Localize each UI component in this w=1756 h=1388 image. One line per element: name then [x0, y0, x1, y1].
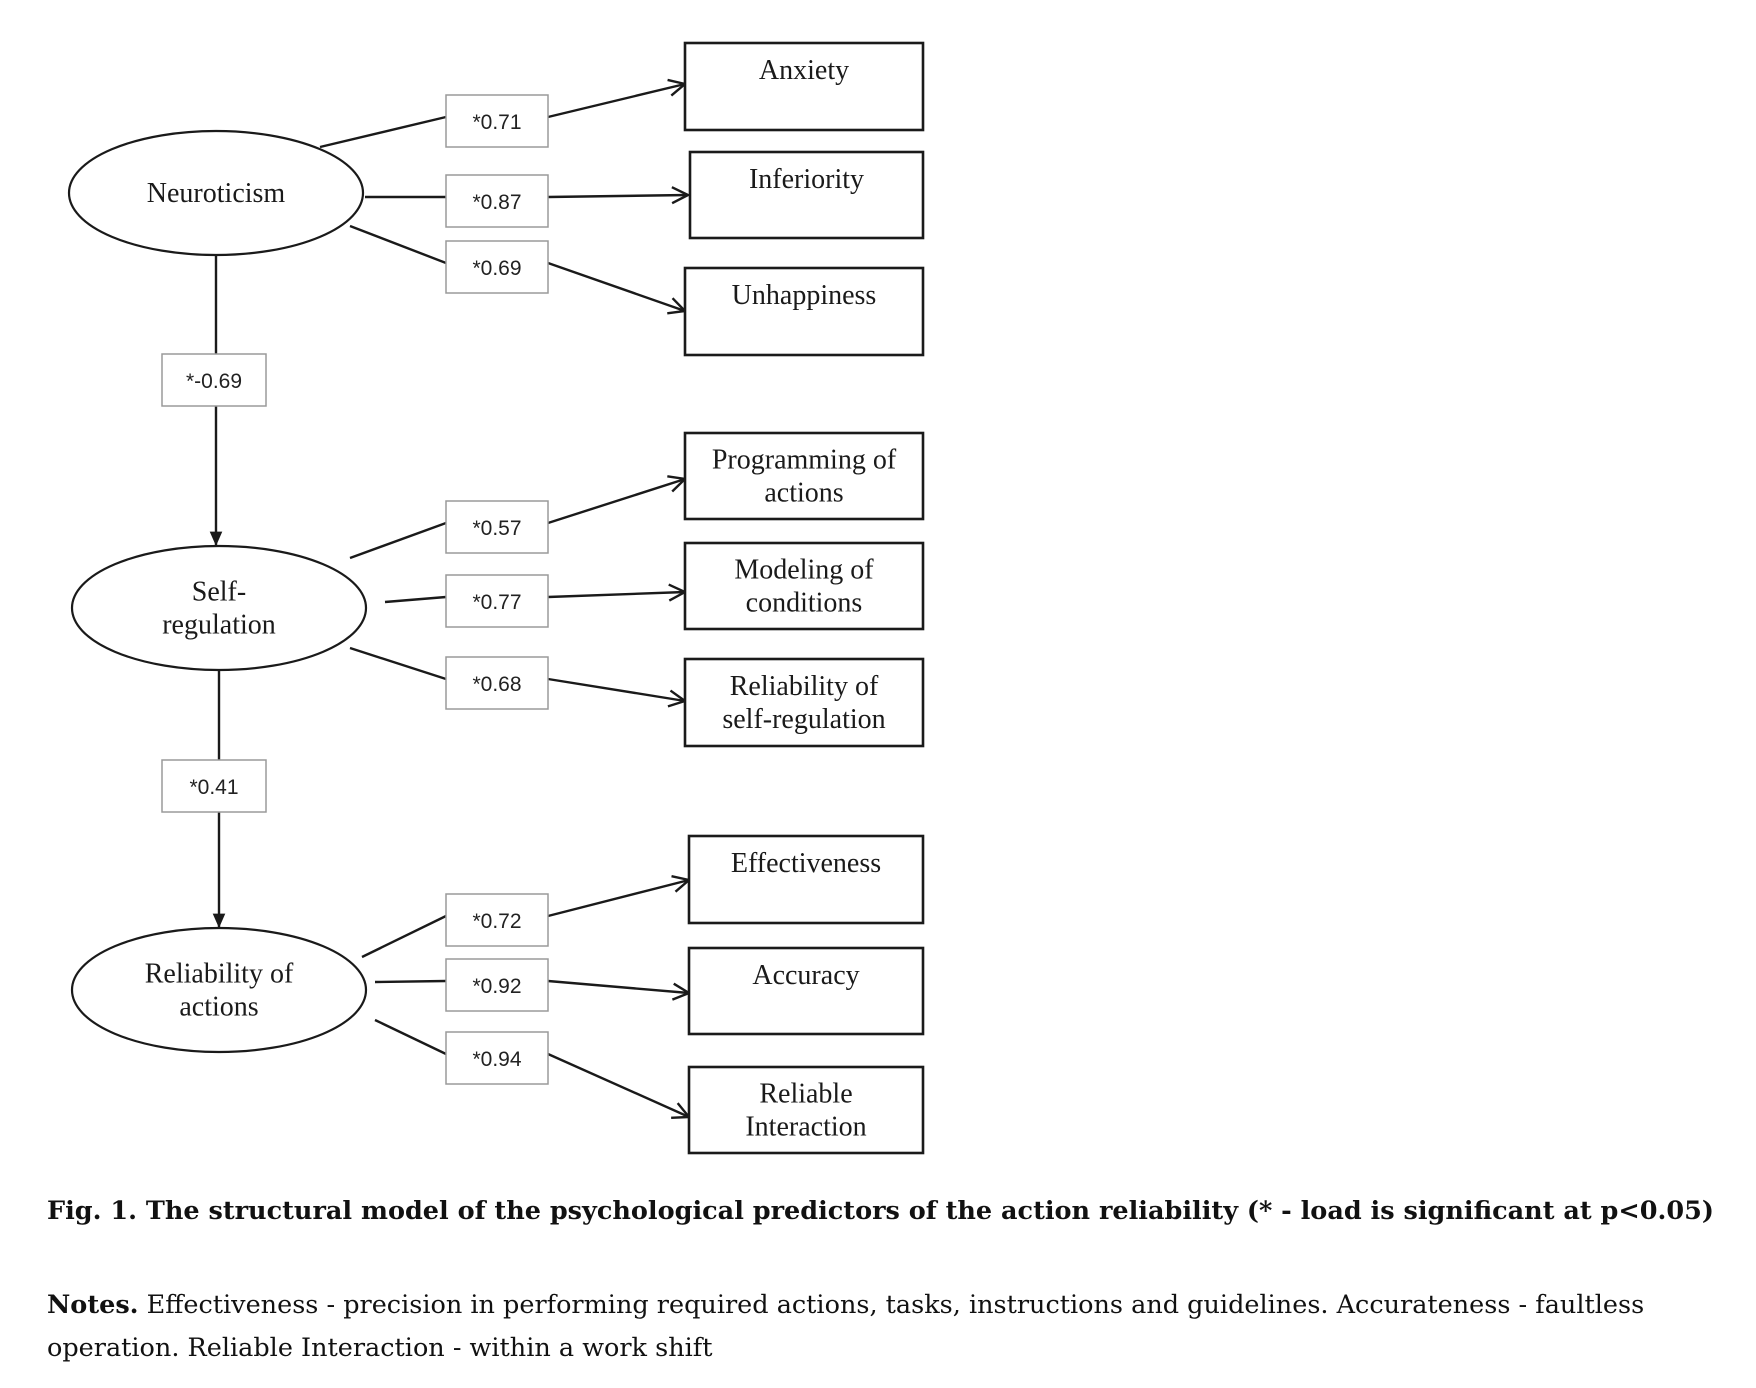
figure-notes: Notes. Effectiveness - precision in perf… — [47, 1284, 1747, 1370]
loading-box-reliable_interaction — [445, 1031, 549, 1085]
loading-label-modeling: *0.77 — [472, 591, 521, 614]
indicator-node-accuracy — [687, 946, 925, 1036]
figure-caption: Fig. 1. The structural model of the psyc… — [47, 1196, 1714, 1226]
indicator-node-reliability_sr — [683, 657, 925, 748]
indicator-node-reliable_interaction — [687, 1065, 925, 1155]
loading-arrow-programming — [547, 479, 685, 525]
latent-node-self_regulation-text-line: Self- — [192, 577, 246, 608]
indicator-node-effectiveness-text-line: Effectiveness — [731, 848, 881, 879]
loading-arrow-modeling — [547, 592, 685, 597]
loading-box-programming — [445, 500, 549, 554]
indicator-node-effectiveness — [687, 834, 925, 925]
loading-label-programming: *0.57 — [472, 517, 521, 540]
loading-box-anxiety — [445, 94, 549, 148]
loading-box-modeling — [445, 574, 549, 628]
loading-edge-effectiveness-segment-in — [361, 914, 447, 959]
latent-node-neuroticism-text-line: Neuroticism — [147, 178, 286, 209]
indicator-node-anxiety-text-line: Anxiety — [759, 55, 849, 86]
loading-edge-accuracy-segment-in — [374, 979, 447, 984]
loading-edge-unhappiness-segment-in — [349, 224, 447, 265]
loading-box-accuracy — [445, 958, 549, 1012]
indicator-node-programming-text-line: Programming of — [712, 445, 897, 476]
loading-label-accuracy: *0.92 — [472, 975, 521, 998]
loading-edge-programming-segment-in — [349, 521, 447, 560]
notes-text: Effectiveness - precision in performing … — [47, 1290, 1645, 1363]
loading-arrow-reliability_sr — [547, 677, 685, 701]
indicator-node-inferiority-text-line: Inferiority — [749, 164, 864, 195]
edges-layer — [209, 84, 689, 1117]
latent-node-reliability_actions — [70, 926, 368, 1054]
path-coefficient-box — [161, 759, 267, 813]
indicator-node-reliability_sr-text-line: self-regulation — [722, 704, 885, 735]
indicator-node-reliable_interaction-text-line: Interaction — [745, 1112, 866, 1143]
loading-arrow-anxiety — [547, 84, 685, 119]
indicator-node-programming — [683, 431, 925, 521]
latent-node-self_regulation-text-line: regulation — [162, 610, 276, 641]
loading-box-reliability_sr — [445, 656, 549, 710]
indicator-node-modeling-text-line: conditions — [746, 588, 863, 619]
loading-label-effectiveness: *0.72 — [472, 910, 521, 933]
loading-arrow-unhappiness — [547, 261, 685, 311]
loading-edge-modeling-segment-in — [384, 595, 447, 604]
loading-label-unhappiness: *0.69 — [472, 257, 521, 280]
path-coefficient-label: *0.41 — [189, 776, 238, 799]
notes-label: Notes. — [47, 1290, 139, 1320]
indicator-node-unhappiness — [683, 266, 925, 357]
loading-label-inferiority: *0.87 — [472, 191, 521, 214]
loading-edge-reliability_sr-segment-in — [349, 646, 447, 681]
latent-node-self_regulation — [70, 544, 368, 672]
loading-arrow-reliable_interaction — [547, 1052, 689, 1117]
indicator-node-modeling — [683, 541, 925, 631]
loading-edge-anxiety-segment-in — [319, 115, 447, 149]
loading-box-effectiveness — [445, 893, 549, 947]
path-coefficient-label: *-0.69 — [186, 370, 242, 393]
indicator-node-unhappiness-text-line: Unhappiness — [732, 280, 877, 311]
latent-node-reliability_actions-text-line: actions — [179, 992, 258, 1023]
loading-arrow-effectiveness — [547, 880, 689, 918]
latent-node-reliability_actions-text-line: Reliability of — [145, 959, 294, 990]
indicator-node-programming-text-line: actions — [764, 478, 843, 509]
loading-box-inferiority — [445, 174, 549, 228]
loading-edge-reliable_interaction-segment-in — [374, 1018, 447, 1056]
loading-labels-layer: *-0.69 *0.41 *0.71 *0.87 *0.69 *0.57 *0.77 *0.6… — [161, 94, 549, 1085]
indicator-node-modeling-text-line: Modeling of — [734, 555, 874, 586]
latent-node-neuroticism — [67, 129, 365, 257]
indicator-node-accuracy-text-line: Accuracy — [752, 960, 859, 991]
indicator-node-reliability_sr-text-line: Reliability of — [730, 671, 879, 702]
loading-label-anxiety: *0.71 — [472, 111, 521, 134]
indicator-node-anxiety — [683, 41, 925, 132]
loading-arrow-accuracy — [547, 979, 689, 993]
loading-arrow-inferiority — [547, 195, 688, 197]
indicator-node-reliable_interaction-text-line: Reliable — [759, 1079, 852, 1110]
loading-box-unhappiness — [445, 240, 549, 294]
indicator-node-inferiority — [688, 150, 925, 240]
loading-label-reliability_sr: *0.68 — [472, 673, 521, 696]
path-coefficient-box — [161, 353, 267, 407]
loading-label-reliable_interaction: *0.94 — [472, 1048, 521, 1071]
